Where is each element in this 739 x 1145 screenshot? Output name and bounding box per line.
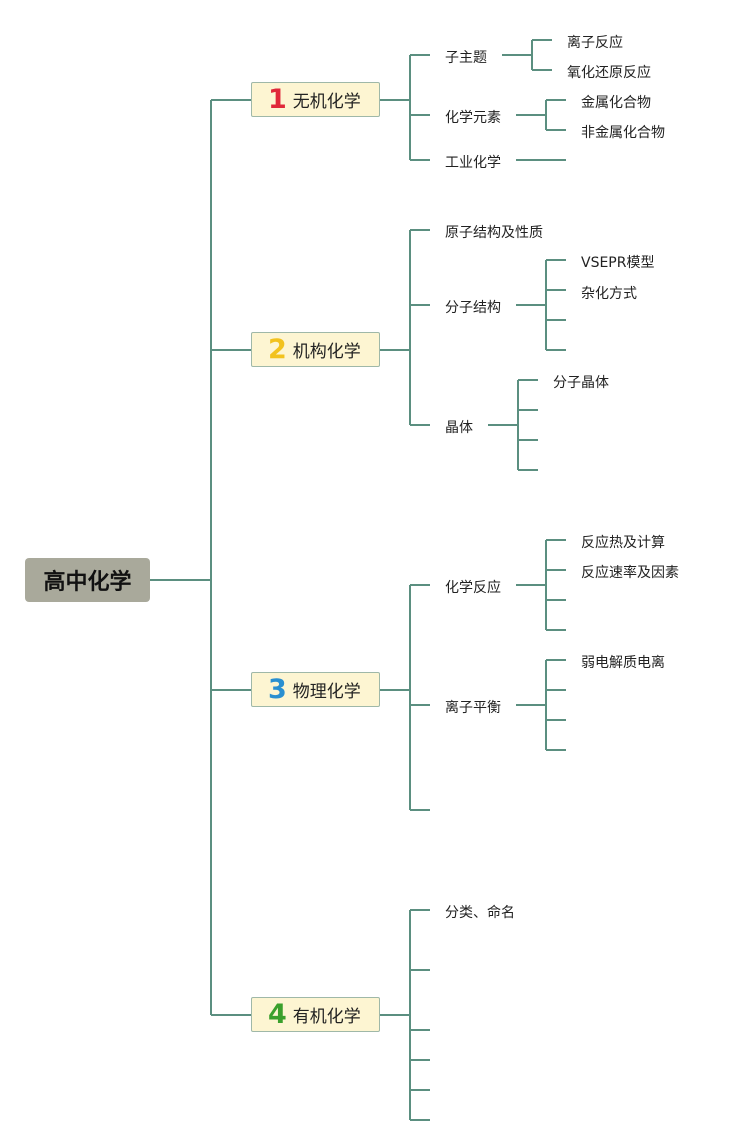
topic-node[interactable]: 晶体	[445, 420, 473, 436]
topic-node[interactable]: 子主题	[445, 50, 487, 66]
topic-node[interactable]: 化学元素	[445, 110, 501, 126]
topic-node[interactable]: 分子结构	[445, 300, 501, 316]
branch-node-2[interactable]: 2 机构化学	[251, 332, 380, 367]
branch-node-3[interactable]: 3 物理化学	[251, 672, 380, 707]
branch-title: 有机化学	[292, 1007, 361, 1027]
root-title: 高中化学	[43, 570, 132, 595]
subtopic-node[interactable]: 反应速率及因素	[581, 565, 679, 581]
branch-title: 机构化学	[292, 342, 361, 362]
topic-node[interactable]: 离子平衡	[445, 700, 501, 716]
topic-node[interactable]: 原子结构及性质	[445, 225, 543, 241]
topic-node[interactable]: 分类、命名	[445, 905, 515, 921]
root-node[interactable]: 高中化学	[25, 558, 150, 602]
subtopic-node[interactable]: 金属化合物	[581, 95, 651, 111]
subtopic-node[interactable]: 离子反应	[567, 35, 623, 51]
subtopic-node[interactable]: 分子晶体	[553, 375, 609, 391]
branch-number-badge: 2	[268, 334, 287, 365]
subtopic-node[interactable]: VSEPR模型	[581, 255, 655, 271]
subtopic-node[interactable]: 反应热及计算	[581, 535, 665, 551]
branch-node-4[interactable]: 4 有机化学	[251, 997, 380, 1032]
subtopic-node[interactable]: 弱电解质电离	[581, 655, 665, 671]
branch-number-badge: 4	[268, 999, 287, 1030]
topic-node[interactable]: 工业化学	[445, 155, 501, 171]
branch-number-badge: 1	[268, 84, 287, 115]
branch-node-1[interactable]: 1 无机化学	[251, 82, 380, 117]
subtopic-node[interactable]: 非金属化合物	[581, 125, 665, 141]
branch-number-badge: 3	[268, 674, 287, 705]
subtopic-node[interactable]: 氧化还原反应	[567, 65, 651, 81]
branch-title: 无机化学	[292, 92, 361, 112]
topic-node[interactable]: 化学反应	[445, 580, 501, 596]
branch-title: 物理化学	[292, 682, 361, 702]
subtopic-node[interactable]: 杂化方式	[581, 286, 637, 302]
